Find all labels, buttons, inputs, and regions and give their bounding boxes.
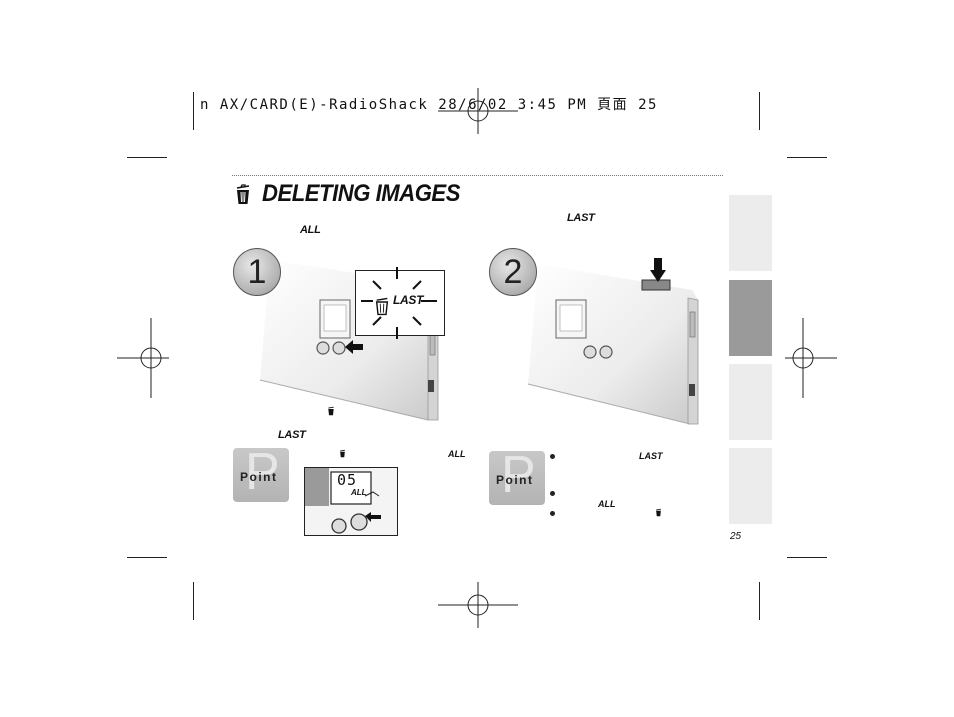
callout-box xyxy=(355,270,445,336)
side-tab xyxy=(729,195,772,271)
point-letter: P xyxy=(245,443,280,501)
step-number: 1 xyxy=(233,248,281,296)
step-number: 2 xyxy=(489,248,537,296)
lcd-display: 05 xyxy=(337,471,358,489)
label-all: ALL xyxy=(448,449,466,459)
arrow-left-icon xyxy=(345,340,363,354)
label-last: LAST xyxy=(567,212,595,224)
page-title: DELETING IMAGES xyxy=(262,180,460,207)
registration-mark-icon xyxy=(117,318,169,398)
callout-last: LAST xyxy=(393,293,424,307)
bullet xyxy=(550,511,555,516)
side-tab xyxy=(729,364,772,440)
point-letter: P xyxy=(501,446,536,504)
point-label: Point xyxy=(496,473,534,487)
registration-mark-icon xyxy=(438,88,518,134)
arrow-down-icon xyxy=(650,258,666,282)
divider xyxy=(232,175,723,176)
bullet xyxy=(550,491,555,496)
trash-icon xyxy=(328,406,334,416)
page-number: 25 xyxy=(730,531,742,542)
inset-all: ALL xyxy=(351,488,367,497)
side-tab-active xyxy=(729,280,772,356)
bullet xyxy=(550,454,555,459)
point-label: Point xyxy=(240,470,278,484)
trash-icon xyxy=(236,184,250,204)
registration-mark-icon xyxy=(438,582,518,628)
inset-illustration: 05 ALL xyxy=(304,467,398,536)
trash-icon xyxy=(375,297,389,316)
camera-illustration xyxy=(527,264,699,425)
trash-icon xyxy=(340,449,345,458)
label-last: LAST xyxy=(639,451,663,461)
label-all: ALL xyxy=(300,224,321,236)
side-tab xyxy=(729,448,772,524)
label-all: ALL xyxy=(598,499,616,509)
print-header: n AX/CARD(E)-RadioShack 28/6/02 3:45 PM … xyxy=(200,97,658,113)
blink-rays xyxy=(361,267,437,339)
point-box: P Point xyxy=(489,446,545,505)
registration-mark-icon xyxy=(785,318,837,398)
label-last: LAST xyxy=(278,429,306,441)
point-box: P Point xyxy=(233,443,289,502)
trash-icon xyxy=(656,508,661,517)
